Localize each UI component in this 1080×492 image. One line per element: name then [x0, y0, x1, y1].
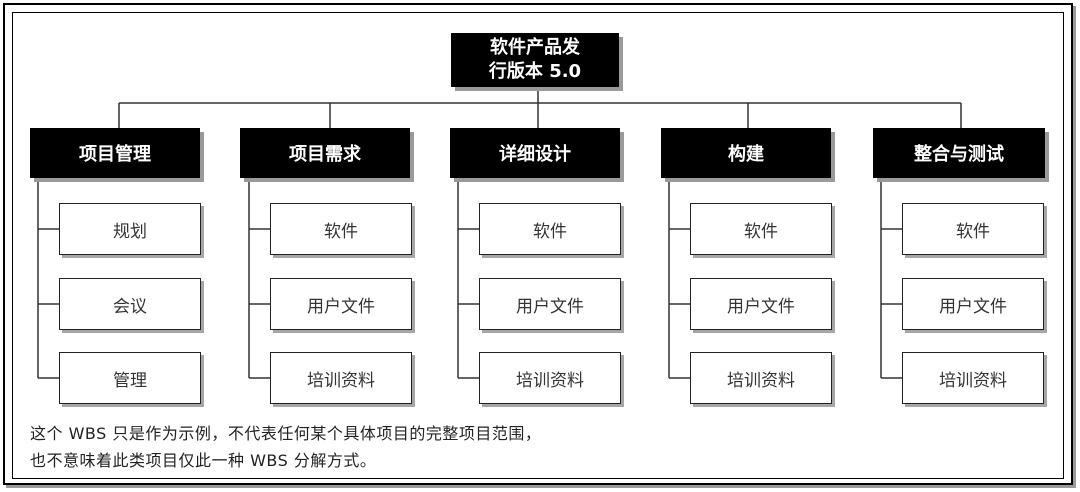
- root-node: 软件产品发 行版本 5.0: [451, 33, 619, 87]
- branch-5-item-2: 用户文件: [902, 278, 1044, 330]
- inner-frame: [12, 12, 1064, 479]
- branch-header-5: 整合与测试: [873, 128, 1045, 178]
- branch-header-4: 构建: [661, 128, 831, 178]
- branch-header-3: 详细设计: [450, 128, 620, 178]
- branch-4-item-2: 用户文件: [690, 278, 832, 330]
- branch-4-item-1: 软件: [690, 203, 832, 255]
- branch-2-item-3: 培训资料: [270, 352, 412, 404]
- note-line-2: 也不意味着此类项目仅此一种 WBS 分解方式。: [30, 451, 377, 470]
- branch-2-item-1: 软件: [270, 203, 412, 255]
- branch-3-item-3: 培训资料: [479, 352, 621, 404]
- branch-2-item-2: 用户文件: [270, 278, 412, 330]
- branch-3-item-2: 用户文件: [479, 278, 621, 330]
- branch-5-item-3: 培训资料: [902, 352, 1044, 404]
- branch-4-item-3: 培训资料: [690, 352, 832, 404]
- note-line-1: 这个 WBS 只是作为示例，不代表任何某个具体项目的完整项目范围，: [30, 424, 542, 443]
- branch-5-item-1: 软件: [902, 203, 1044, 255]
- branch-header-1: 项目管理: [30, 128, 200, 178]
- branch-1-item-3: 管理: [59, 352, 201, 404]
- root-line-2: 行版本 5.0: [488, 61, 582, 82]
- branch-1-item-1: 规划: [59, 203, 201, 255]
- branch-1-item-2: 会议: [59, 278, 201, 330]
- root-line-1: 软件产品发: [490, 37, 580, 58]
- branch-header-2: 项目需求: [240, 128, 410, 178]
- branch-3-item-1: 软件: [479, 203, 621, 255]
